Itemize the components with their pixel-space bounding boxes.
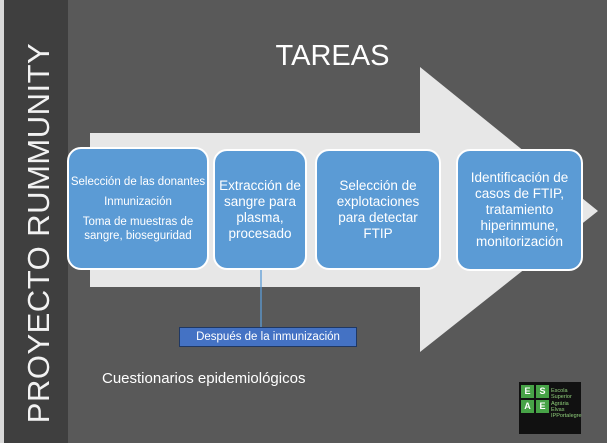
task-3-text: Selección de explotaciones para detectar… <box>336 177 420 241</box>
logo-letter-e2: E <box>536 400 549 413</box>
sidebar-panel: PROYECTO RUMMUNITY <box>0 0 68 443</box>
logo-letter-e1: E <box>521 385 534 398</box>
task-4-text: Identificación de casos de FTIP, tratami… <box>470 170 569 249</box>
logo-letter-a: A <box>521 400 534 413</box>
callout-box: Después de la inmunización <box>179 327 357 347</box>
logo-text-line-1: Escola <box>551 388 568 394</box>
logo-text-line-4: Elvas <box>551 406 565 413</box>
task-box-1: Selección de las donantes Inmunización T… <box>67 147 209 270</box>
task-box-3: Selección de explotaciones para detectar… <box>315 149 441 270</box>
task-box-2: Extracción de sangre para plasma, proces… <box>213 149 307 270</box>
logo-text-line-5: IPPortalegre <box>551 413 582 420</box>
task-1-line-3: Toma de muestras de sangre, bioseguridad <box>82 215 194 242</box>
task-2-text: Extracción de sangre para plasma, proces… <box>219 177 301 241</box>
task-1-line-2: Inmunización <box>104 195 172 208</box>
logo-text: Escola Superior Agrária Elvas IPPortaleg… <box>551 388 582 419</box>
epidemiology-note: Cuestionarios epidemiológicos <box>102 370 306 387</box>
esae-logo: E S A E Escola Superior Agrária Elvas IP… <box>519 382 582 434</box>
logo-text-line-2: Superior <box>551 394 572 401</box>
task-1-line-1: Selección de las donantes <box>70 175 206 188</box>
slide-title: TAREAS <box>275 40 390 72</box>
logo-text-line-3: Agrária <box>551 400 569 407</box>
task-box-4: Identificación de casos de FTIP, tratami… <box>456 149 583 271</box>
logo-letter-s: S <box>536 385 549 398</box>
